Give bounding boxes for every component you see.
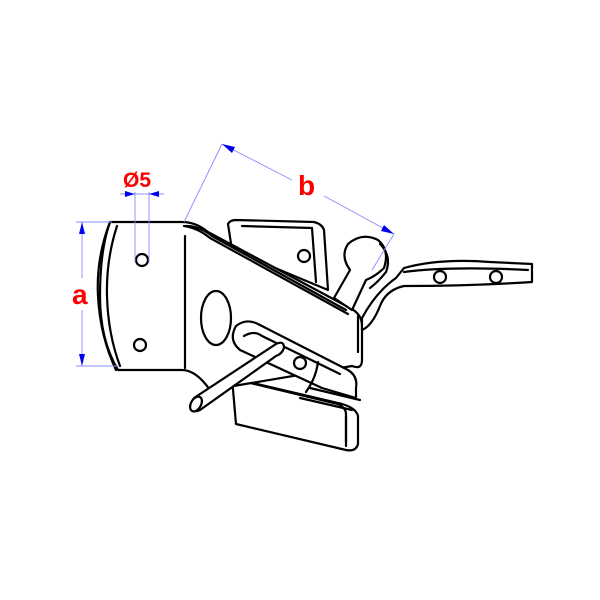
latch-bar	[231, 320, 358, 400]
label-hole-diameter: Ø5	[123, 169, 151, 192]
lever-hole-2	[488, 269, 504, 285]
lever-hole-1	[432, 269, 448, 285]
mounting-holes	[132, 252, 150, 353]
latch-pivot-hole	[292, 355, 308, 371]
mounting-hole-top	[134, 252, 150, 268]
label-length: b	[298, 170, 315, 201]
pivot-knob	[332, 235, 390, 312]
bracket-front-edge	[182, 224, 360, 354]
pull-rod	[188, 341, 286, 413]
catch-bracket	[226, 218, 330, 292]
bracket-hole	[296, 248, 312, 264]
rod-end	[189, 395, 203, 413]
dimension-height: a	[72, 221, 118, 367]
dimension-hole-diameter: Ø5	[120, 169, 164, 262]
handle-lever	[360, 259, 534, 332]
slot-hole	[199, 289, 233, 347]
mounting-hole-bottom	[132, 337, 148, 353]
dimension-length: b	[183, 143, 395, 271]
lower-keeper	[230, 376, 362, 452]
label-height: a	[72, 279, 88, 310]
